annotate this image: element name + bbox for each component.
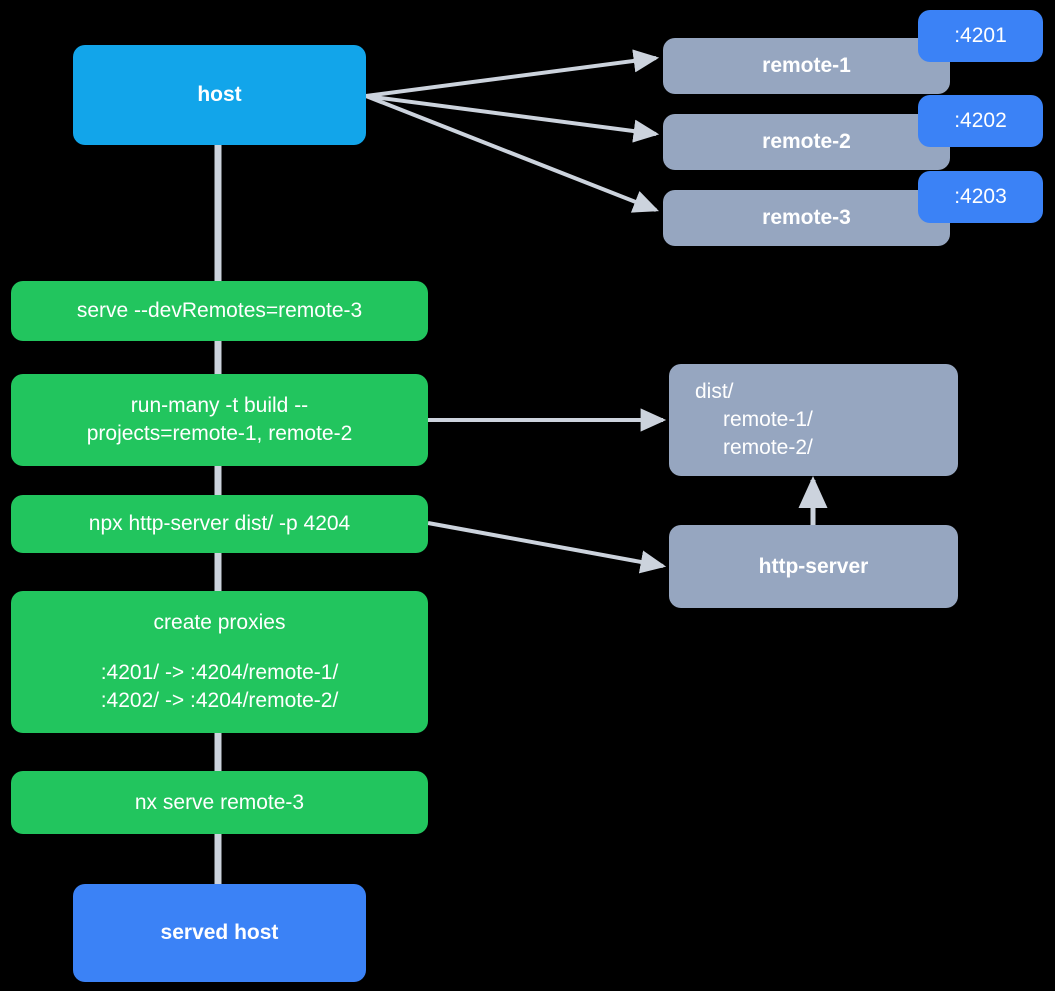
node-served-host[interactable]: served host bbox=[73, 884, 366, 982]
command-serve-dev-remotes-line-1: serve --devRemotes=remote-3 bbox=[76, 299, 363, 323]
port-badge-remote-1-label: :4201 bbox=[954, 24, 1007, 47]
command-run-many-line-1: run-many -t build -- bbox=[130, 394, 309, 418]
command-run-many[interactable]: run-many -t build -- projects=remote-1, … bbox=[11, 374, 428, 466]
node-host[interactable]: host bbox=[73, 45, 366, 145]
edge-host-to-remote-3 bbox=[365, 94, 659, 213]
command-serve-dev-remotes[interactable]: serve --devRemotes=remote-3 bbox=[11, 281, 428, 341]
node-remote-1[interactable]: remote-1 bbox=[663, 38, 950, 94]
command-npx-http-server[interactable]: npx http-server dist/ -p 4204 bbox=[11, 495, 428, 553]
node-dist-folder[interactable]: dist/ remote-1/ remote-2/ bbox=[669, 364, 958, 476]
command-create-proxies-title: create proxies bbox=[153, 611, 286, 635]
port-badge-remote-2-label: :4202 bbox=[954, 109, 1007, 132]
port-badge-remote-1: :4201 bbox=[918, 10, 1043, 62]
node-remote-2[interactable]: remote-2 bbox=[663, 114, 950, 170]
command-nx-serve-remote-3[interactable]: nx serve remote-3 bbox=[11, 771, 428, 834]
command-create-proxies[interactable]: create proxies :4201/ -> :4204/remote-1/… bbox=[11, 591, 428, 733]
command-create-proxies-mapping-2: :4202/ -> :4204/remote-2/ bbox=[100, 688, 339, 712]
port-badge-remote-3: :4203 bbox=[918, 171, 1043, 223]
port-badge-remote-2: :4202 bbox=[918, 95, 1043, 147]
node-dist-root: dist/ bbox=[695, 380, 734, 404]
command-create-proxies-mapping-1: :4201/ -> :4204/remote-1/ bbox=[100, 661, 339, 685]
port-badge-remote-3-label: :4203 bbox=[954, 185, 1007, 208]
node-remote-3[interactable]: remote-3 bbox=[663, 190, 950, 246]
node-remote-1-label: remote-1 bbox=[762, 54, 851, 78]
edge-host-to-remote-2 bbox=[365, 94, 660, 143]
node-remote-3-label: remote-3 bbox=[762, 206, 851, 230]
node-dist-child-2: remote-2/ bbox=[723, 435, 813, 459]
command-nx-serve-remote-3-line-1: nx serve remote-3 bbox=[134, 790, 305, 814]
edge-npx-to-http-server bbox=[427, 521, 667, 574]
command-npx-http-server-line-1: npx http-server dist/ -p 4204 bbox=[88, 512, 351, 536]
edge-host-to-remote-1 bbox=[365, 49, 660, 98]
node-http-server-label: http-server bbox=[758, 554, 869, 578]
node-dist-child-1: remote-1/ bbox=[723, 408, 813, 432]
node-host-label: host bbox=[197, 83, 242, 107]
node-remote-2-label: remote-2 bbox=[762, 130, 851, 154]
command-run-many-line-2: projects=remote-1, remote-2 bbox=[86, 422, 353, 445]
node-served-host-label: served host bbox=[160, 921, 279, 945]
node-http-server[interactable]: http-server bbox=[669, 525, 958, 608]
